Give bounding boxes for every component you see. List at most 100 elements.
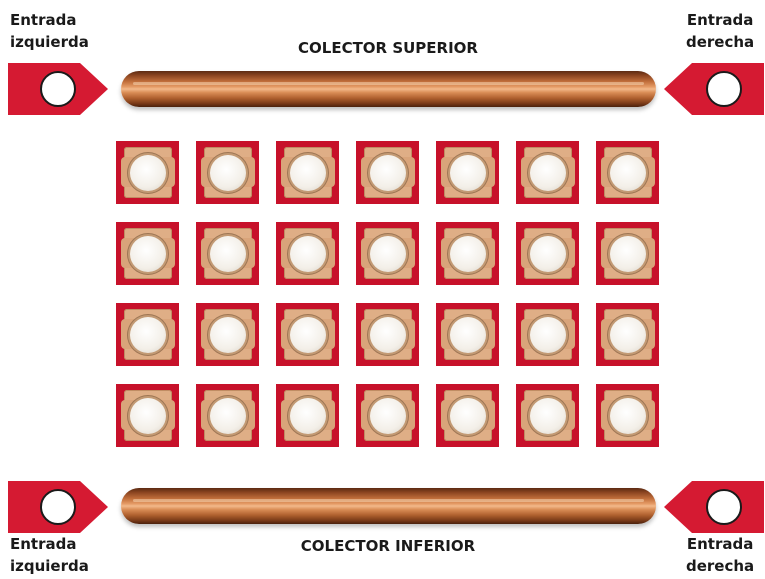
radiator-tile	[356, 384, 419, 447]
radiator-dial-icon	[290, 155, 326, 191]
radiator-body	[281, 390, 335, 441]
radiator-body	[201, 228, 255, 279]
radiator-tile	[356, 303, 419, 366]
radiator-dial-icon	[130, 398, 166, 434]
radiator-tile	[436, 303, 499, 366]
bottom-left-inlet-line2: izquierda	[10, 557, 89, 575]
radiator-dial-icon	[450, 398, 486, 434]
radiator-body	[601, 147, 655, 198]
radiator-body	[281, 309, 335, 360]
radiator-body	[441, 390, 495, 441]
radiator-dial-icon	[610, 236, 646, 272]
bottom-left-inlet-label: Entrada izquierda	[10, 533, 89, 577]
radiator-dial-icon	[210, 317, 246, 353]
radiator-body	[361, 147, 415, 198]
radiator-tile	[196, 222, 259, 285]
radiator-dial-icon	[370, 317, 406, 353]
radiator-tile	[516, 303, 579, 366]
radiator-tile	[596, 384, 659, 447]
bottom-left-inlet-arrow-icon	[8, 481, 108, 533]
radiator-dial-icon	[130, 317, 166, 353]
radiator-body	[281, 147, 335, 198]
radiator-tile	[196, 303, 259, 366]
radiator-tile	[356, 141, 419, 204]
radiator-tile	[276, 222, 339, 285]
radiator-dial-icon	[610, 155, 646, 191]
radiator-dial-icon	[450, 317, 486, 353]
top-left-inlet-label: Entrada izquierda	[10, 9, 89, 53]
radiator-body	[121, 309, 175, 360]
bottom-collector-title: COLECTOR INFERIOR	[300, 537, 476, 555]
radiator-body	[121, 390, 175, 441]
radiator-tile	[116, 141, 179, 204]
radiator-tile	[436, 141, 499, 204]
top-right-inlet-arrow-icon	[664, 63, 764, 115]
radiator-dial-icon	[290, 317, 326, 353]
radiator-dial-icon	[370, 236, 406, 272]
radiator-body	[521, 147, 575, 198]
radiator-body	[201, 147, 255, 198]
radiator-tile	[356, 222, 419, 285]
radiator-body	[361, 228, 415, 279]
top-left-inlet-line2: izquierda	[10, 33, 89, 51]
radiator-body	[441, 309, 495, 360]
radiator-tile	[596, 141, 659, 204]
radiator-tile	[196, 141, 259, 204]
radiator-dial-icon	[130, 155, 166, 191]
radiator-body	[441, 147, 495, 198]
radiator-tile	[596, 222, 659, 285]
radiator-tile	[116, 384, 179, 447]
radiator-dial-icon	[290, 398, 326, 434]
top-left-inlet-line1: Entrada	[10, 11, 77, 29]
top-collector-title: COLECTOR SUPERIOR	[298, 39, 478, 57]
radiator-tile	[196, 384, 259, 447]
radiator-grid	[116, 141, 664, 447]
top-right-inlet-label: Entrada derecha	[686, 9, 754, 53]
radiator-dial-icon	[530, 317, 566, 353]
radiator-body	[361, 390, 415, 441]
radiator-dial-icon	[370, 155, 406, 191]
radiator-body	[601, 228, 655, 279]
bottom-right-inlet-line1: Entrada	[686, 535, 754, 553]
radiator-tile	[596, 303, 659, 366]
radiator-dial-icon	[130, 236, 166, 272]
radiator-body	[441, 228, 495, 279]
radiator-tile	[516, 222, 579, 285]
radiator-tile	[276, 141, 339, 204]
radiator-body	[201, 390, 255, 441]
radiator-tile	[116, 222, 179, 285]
bottom-right-inlet-line2: derecha	[686, 557, 755, 575]
radiator-body	[121, 147, 175, 198]
radiator-tile	[276, 384, 339, 447]
radiator-body	[601, 390, 655, 441]
radiator-dial-icon	[530, 155, 566, 191]
bottom-left-inlet-line1: Entrada	[10, 535, 77, 553]
bottom-right-inlet-arrow-icon	[664, 481, 764, 533]
radiator-dial-icon	[530, 398, 566, 434]
radiator-dial-icon	[530, 236, 566, 272]
top-right-inlet-line2: derecha	[686, 33, 755, 51]
radiator-tile	[436, 384, 499, 447]
bottom-right-inlet-label: Entrada derecha	[686, 533, 754, 577]
radiator-body	[281, 228, 335, 279]
top-right-inlet-line1: Entrada	[686, 11, 754, 29]
radiator-body	[521, 228, 575, 279]
radiator-dial-icon	[210, 236, 246, 272]
radiator-tile	[516, 141, 579, 204]
radiator-dial-icon	[610, 317, 646, 353]
radiator-body	[521, 309, 575, 360]
radiator-dial-icon	[450, 236, 486, 272]
radiator-tile	[116, 303, 179, 366]
radiator-body	[201, 309, 255, 360]
radiator-dial-icon	[450, 155, 486, 191]
top-collector-pipe	[121, 71, 656, 107]
radiator-body	[601, 309, 655, 360]
radiator-dial-icon	[290, 236, 326, 272]
radiator-dial-icon	[370, 398, 406, 434]
radiator-dial-icon	[610, 398, 646, 434]
radiator-body	[121, 228, 175, 279]
radiator-tile	[516, 384, 579, 447]
radiator-dial-icon	[210, 398, 246, 434]
radiator-tile	[276, 303, 339, 366]
bottom-collector-pipe	[121, 488, 656, 524]
